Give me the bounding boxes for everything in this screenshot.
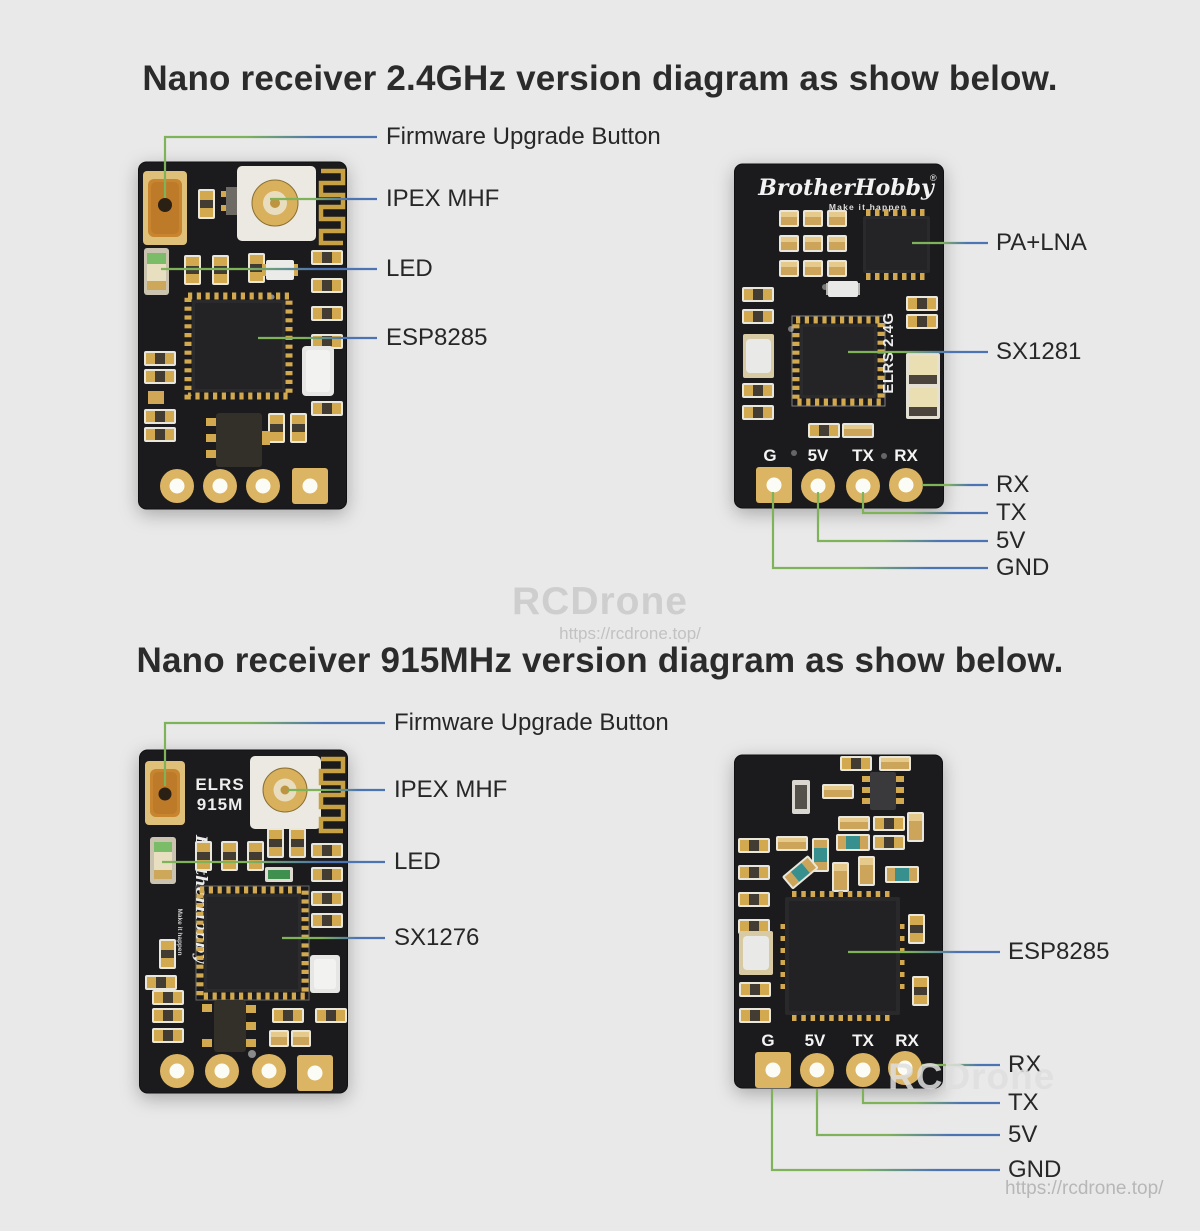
firmware-upgrade-button — [145, 761, 185, 825]
brand-reg-mark: ® — [930, 173, 937, 183]
svg-text:TX: TX — [852, 446, 874, 465]
callout-ipex-915: IPEX MHF — [394, 776, 508, 803]
pcb-24ghz-front — [138, 161, 347, 510]
callout-5v-915: 5V — [1008, 1121, 1038, 1148]
smd-ic-small — [862, 772, 904, 810]
section2-title: Nano receiver 915MHz version diagram as … — [136, 641, 1064, 680]
callout-led-915: LED — [394, 848, 441, 875]
callout-firmware-button-915: Firmware Upgrade Button — [394, 709, 669, 736]
section1-title: Nano receiver 2.4GHz version diagram as … — [142, 59, 1058, 98]
sx1276-chip — [195, 885, 310, 1001]
watermark-url-bottom: https://rcdrone.top/ — [1005, 1178, 1164, 1199]
smd-components — [742, 296, 940, 459]
silkscreen-915m: 915M — [197, 795, 244, 814]
firmware-upgrade-button — [143, 171, 187, 245]
smd-components — [779, 210, 847, 277]
callout-rx-24: RX — [996, 471, 1030, 498]
svg-text:G: G — [763, 446, 776, 465]
svg-text:RX: RX — [894, 446, 918, 465]
esp8285-chip — [780, 891, 905, 1021]
led — [144, 248, 169, 295]
pa-lna-chip — [863, 209, 930, 280]
ipex-mhf-connector — [237, 166, 316, 241]
pin-labels: G 5V TX RX — [761, 1031, 919, 1050]
callout-sx1281: SX1281 — [996, 338, 1082, 365]
callout-firmware-button-24: Firmware Upgrade Button — [386, 123, 661, 150]
smd-components — [742, 281, 860, 332]
led — [150, 837, 176, 884]
callout-led-24: LED — [386, 255, 433, 282]
svg-text:G: G — [761, 1031, 774, 1050]
pin-labels: G 5V TX RX — [763, 446, 918, 465]
brand-logo: BrotherHobby — [757, 175, 936, 201]
callout-tx-915: TX — [1008, 1089, 1039, 1116]
svg-text:5V: 5V — [805, 1031, 826, 1050]
brand-tagline: Make it happen — [829, 202, 907, 212]
callout-gnd-24: GND — [996, 554, 1050, 581]
svg-text:TX: TX — [852, 1031, 874, 1050]
pcb-915mhz-front: ELRS 915M BrotherHobby Make it happen — [139, 749, 348, 1094]
svg-text:5V: 5V — [808, 446, 829, 465]
esp8285-chip — [184, 292, 293, 400]
silkscreen-elrs24g: ELRS 2.4G — [880, 312, 897, 393]
callout-esp8285-915: ESP8285 — [1008, 938, 1110, 965]
smd-transistor — [202, 1000, 256, 1052]
svg-text:RX: RX — [895, 1031, 919, 1050]
ipex-mhf-connector — [250, 756, 321, 829]
watermark-url: https://rcdrone.top/ — [559, 624, 701, 643]
smd-components — [152, 955, 347, 1058]
brand-tagline-vertical: Make it happen — [176, 909, 183, 956]
smd-transistor — [206, 413, 270, 467]
callout-ipex-24: IPEX MHF — [386, 185, 500, 212]
callout-tx-24: TX — [996, 499, 1027, 526]
silkscreen-elrs: ELRS — [195, 775, 244, 794]
smd-components — [145, 828, 343, 990]
sx1281-chip — [791, 315, 886, 407]
callout-pa-lna: PA+LNA — [996, 229, 1087, 256]
antenna-trace — [318, 756, 346, 834]
pcb-24ghz-back: BrotherHobby ® Make it happen — [734, 163, 944, 509]
pcb-915mhz-back: G 5V TX RX — [734, 754, 943, 1089]
watermark-brand-bottom: RCDrone — [888, 1056, 1056, 1097]
callout-5v-24: 5V — [996, 527, 1026, 554]
crystal-oscillator — [743, 334, 774, 378]
callout-esp8285-24: ESP8285 — [386, 324, 488, 351]
callout-gnd-915: GND — [1008, 1156, 1062, 1183]
callout-rx-915: RX — [1008, 1051, 1042, 1078]
smd-components — [144, 346, 343, 443]
callout-sx1276: SX1276 — [394, 924, 480, 951]
smd-components — [792, 756, 911, 814]
crystal-oscillator — [739, 931, 773, 975]
watermark-brand: RCDrone — [511, 580, 688, 623]
antenna-trace — [318, 168, 346, 246]
